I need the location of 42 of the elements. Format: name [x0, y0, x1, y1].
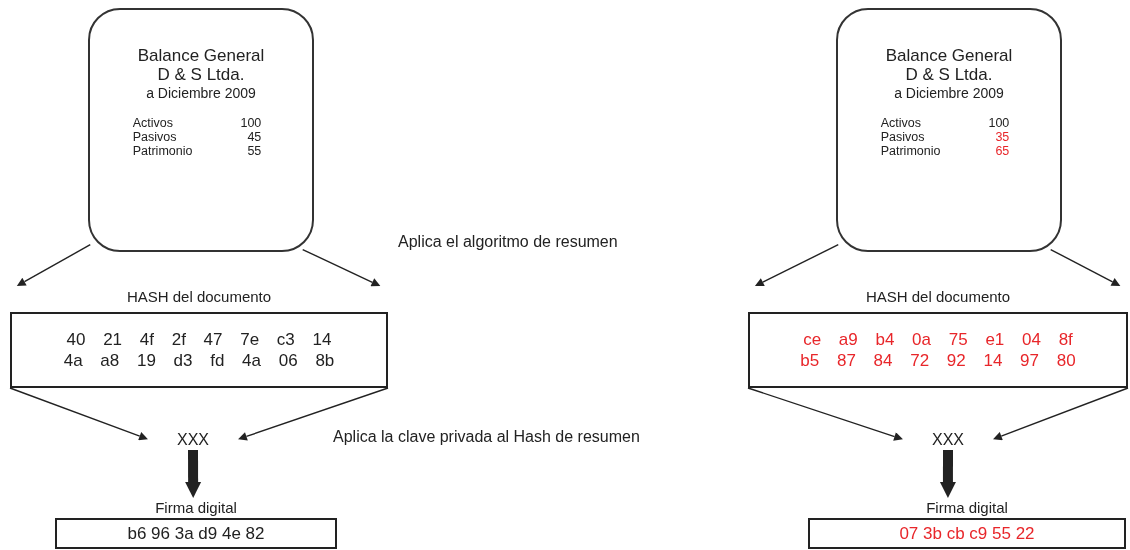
- box-heading: HASH del documento: [865, 287, 1011, 307]
- arrow: [747, 387, 903, 441]
- placeholder-text: XXX: [177, 430, 209, 450]
- document-card: [836, 8, 1062, 252]
- account-name: Patrimonio: [132, 144, 193, 158]
- document-title: a Diciembre 2009: [146, 84, 256, 102]
- document-title: D & S Ltda.: [157, 65, 245, 84]
- document-title: Balance General: [137, 46, 265, 65]
- box-heading: HASH del documento: [126, 287, 272, 307]
- arrow: [238, 387, 389, 441]
- document-card: [88, 8, 314, 252]
- account-name: Pasivos: [132, 130, 178, 144]
- arrow: [16, 244, 91, 286]
- step-caption: Aplica la clave privada al Hash de resumen: [333, 427, 640, 447]
- account-name: Activos: [132, 116, 174, 130]
- hash-value: ce a9 b4 0a 75 e1 04 8f b5 87 84 72 92 14 97 80: [799, 329, 1077, 371]
- account-name: Activos: [880, 116, 922, 130]
- account-value: 45: [246, 130, 262, 144]
- account-value: 55: [246, 144, 262, 158]
- account-name: Pasivos: [880, 130, 926, 144]
- hash-value: 40 21 4f 2f 47 7e c3 14 4a a8 19 d3 fd 4a 06 8b: [62, 329, 336, 371]
- arrow: [993, 387, 1129, 441]
- arrow: [302, 248, 381, 287]
- document-title: D & S Ltda.: [905, 65, 993, 84]
- block-arrow: [185, 450, 202, 498]
- box-heading: Firma digital: [155, 498, 237, 518]
- arrow: [1050, 248, 1121, 286]
- step-caption: Aplica el algoritmo de resumen: [398, 232, 618, 252]
- account-value: 100: [988, 116, 1010, 130]
- arrow: [9, 387, 148, 441]
- placeholder-text: XXX: [932, 430, 964, 450]
- account-name: Patrimonio: [880, 144, 941, 158]
- account-value: 65: [994, 144, 1010, 158]
- document-title: Balance General: [885, 46, 1013, 65]
- document-title: a Diciembre 2009: [894, 84, 1004, 102]
- block-arrow: [939, 450, 956, 498]
- box-heading: Firma digital: [926, 498, 1008, 518]
- arrow: [754, 244, 839, 287]
- signature-value: 07 3b cb c9 55 22: [899, 523, 1035, 544]
- account-value: 35: [994, 130, 1010, 144]
- signature-value: b6 96 3a d9 4e 82: [127, 523, 265, 544]
- account-value: 100: [240, 116, 262, 130]
